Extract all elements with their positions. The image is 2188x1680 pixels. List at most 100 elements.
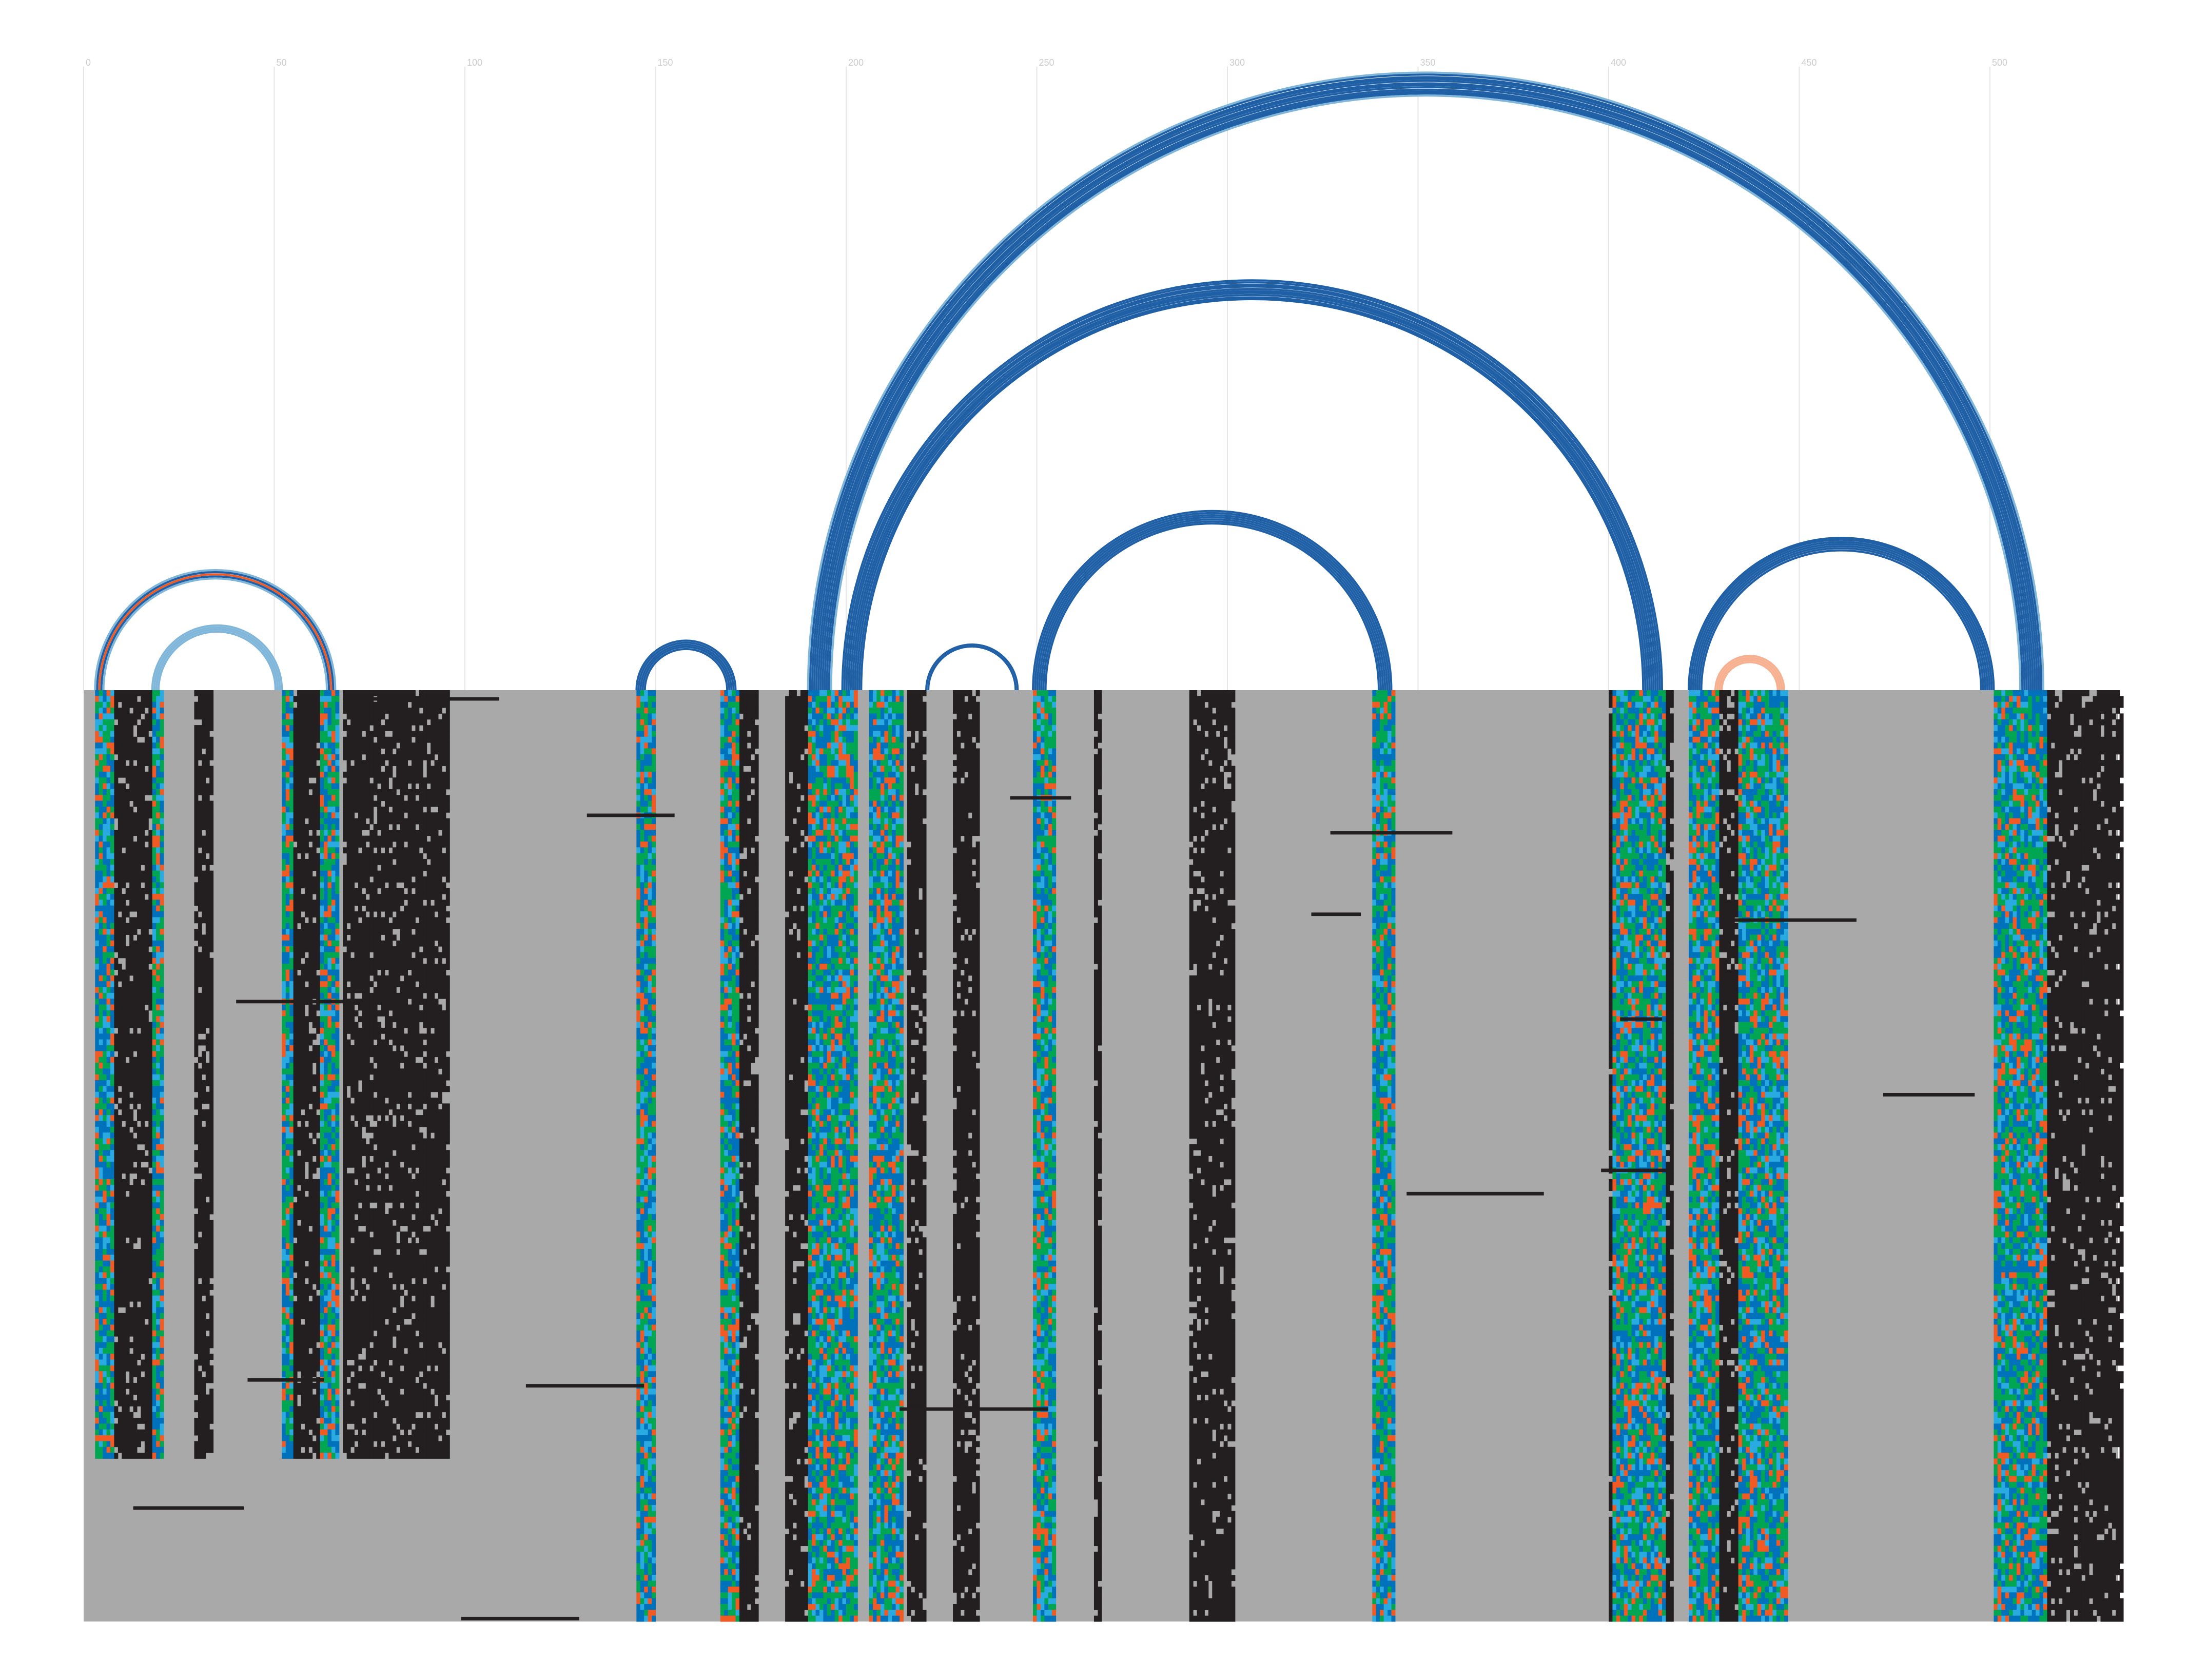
paired-cell [1044,771,1049,778]
base-cell [919,766,923,772]
paired-cell [808,760,812,766]
base-cell [122,743,126,749]
paired-cell [895,748,900,755]
base-cell [365,806,370,813]
paired-cell [1765,818,1769,825]
base-cell [964,743,969,749]
paired-cell [1708,777,1712,784]
base-cell [1212,748,1217,755]
base-cell [1723,743,1727,749]
base-cell [804,783,809,790]
base-cell [377,789,382,795]
base-cell [209,736,214,743]
base-cell [953,760,957,766]
base-cell [2055,743,2059,749]
paired-cell [1780,800,1785,807]
base-cell [301,812,305,819]
base-cell [445,743,450,749]
base-cell [2081,748,2086,755]
base-cell [2077,777,2082,784]
base-cell [972,806,976,813]
base-cell [407,690,412,696]
paired-cell [869,766,873,772]
paired-cell [1757,701,1762,708]
base-cell [1609,783,1613,790]
base-cell [301,731,305,737]
paired-cell [1757,719,1762,726]
paired-cell [2009,754,2014,760]
base-cell [365,771,370,778]
base-cell [751,708,755,714]
paired-cell [103,713,107,720]
base-cell [804,754,809,760]
paired-cell [156,818,161,825]
paired-cell [324,812,328,819]
paired-cell [1616,812,1620,819]
paired-cell [2043,800,2047,807]
base-cell [1669,760,1674,766]
base-cell [438,806,442,813]
base-cell [960,725,965,731]
paired-cell [834,743,839,749]
base-cell [137,800,141,807]
base-cell [2097,736,2101,743]
base-cell [2097,743,2101,749]
base-cell [415,800,420,807]
paired-cell [1700,719,1705,726]
paired-cell [1692,690,1697,696]
paired-cell [1658,795,1663,802]
paired-cell [1647,708,1651,714]
base-cell [388,800,393,807]
base-cell [125,696,130,702]
paired-cell [152,701,157,708]
base-cell [2066,812,2070,819]
paired-cell [1612,696,1617,702]
base-cell [407,812,412,819]
paired-cell [1746,760,1750,766]
paired-cell [732,701,736,708]
base-cell [2104,800,2108,807]
base-cell [1227,800,1232,807]
paired-cell [842,824,847,830]
base-cell [792,736,797,743]
base-cell [293,760,298,766]
paired-cell [724,725,729,731]
paired-cell [1761,783,1766,790]
paired-cell [1376,777,1380,784]
paired-cell [95,713,100,720]
base-cell [975,766,980,772]
base-cell [1208,731,1213,737]
base-cell [122,824,126,830]
paired-cell [1765,766,1769,772]
base-cell [1730,771,1735,778]
paired-cell [1628,771,1632,778]
base-cell [1193,760,1198,766]
paired-cell [282,713,286,720]
paired-cell [812,725,816,731]
paired-cell [876,783,881,790]
base-cell [301,708,305,714]
base-cell [919,795,923,802]
base-cell [789,708,793,714]
base-cell [198,696,202,702]
paired-cell [1776,806,1781,813]
paired-cell [2028,748,2033,755]
base-cell [297,690,302,696]
base-cell [1734,731,1739,737]
paired-cell [160,783,164,790]
paired-cell [95,690,100,696]
paired-cell [892,748,896,755]
base-cell [411,760,416,766]
base-cell [2116,760,2120,766]
base-cell [2062,725,2067,731]
paired-cell [2017,736,2021,743]
base-cell [419,771,423,778]
base-cell [2085,725,2089,731]
paired-cell [1769,701,1773,708]
base-cell [129,766,134,772]
base-cell [800,766,805,772]
base-cell [1220,806,1224,813]
base-cell [2047,690,2052,696]
paired-cell [1700,812,1705,819]
base-cell [754,789,759,795]
